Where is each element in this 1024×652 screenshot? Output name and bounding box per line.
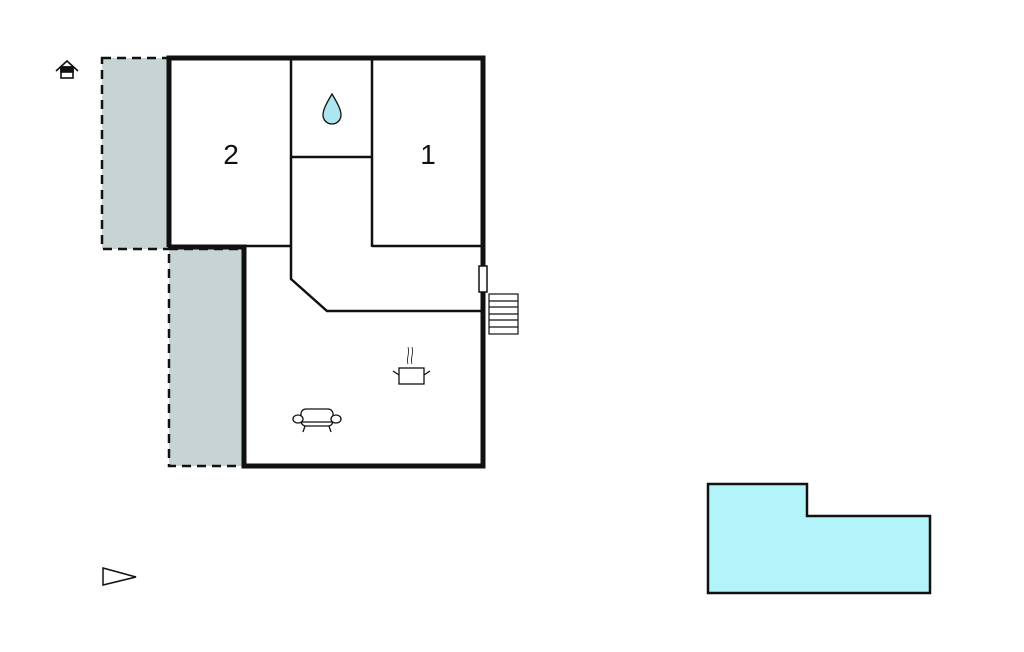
- door-icon: [478, 265, 488, 293]
- exterior-walls: [166, 55, 486, 469]
- terrace-upper: [100, 56, 171, 251]
- terrace-lower: [167, 247, 246, 468]
- cooking-pot-icon: [392, 346, 431, 385]
- armchair-icon: [292, 408, 342, 433]
- stairs-icon: [488, 293, 519, 335]
- swimming-pool: [706, 482, 932, 595]
- room-1-label: 1: [420, 139, 436, 170]
- water-drop-icon: [322, 92, 342, 125]
- interior-walls: [244, 58, 483, 313]
- room-2-label: 2: [223, 139, 239, 170]
- north-arrow-icon: [102, 567, 137, 586]
- house-entrance-icon: [55, 59, 79, 79]
